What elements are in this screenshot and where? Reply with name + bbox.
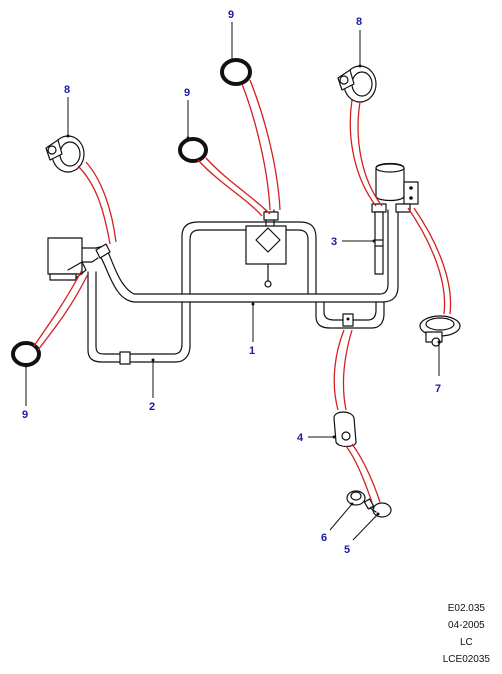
o-ring-top xyxy=(220,58,252,86)
callout-8-left: 8 xyxy=(64,84,70,96)
bracket-part-4 xyxy=(333,411,357,448)
callout-9-top: 9 xyxy=(228,9,234,21)
drawing-reference-block: E02.035 04-2005 LC LCE02035 xyxy=(443,600,490,668)
hose-assembly-main xyxy=(99,209,399,329)
callout-8-top-right: 8 xyxy=(356,16,362,28)
o-ring-left xyxy=(11,341,41,367)
red-assembly-lines xyxy=(33,79,452,503)
callout-3: 3 xyxy=(331,236,337,248)
hose-clip-right xyxy=(419,315,461,347)
callout-7: 7 xyxy=(435,383,441,395)
callout-2: 2 xyxy=(149,401,155,413)
callout-1: 1 xyxy=(249,345,255,357)
nut-part-6 xyxy=(346,490,366,506)
callout-6: 6 xyxy=(321,532,327,544)
central-valve xyxy=(245,209,287,288)
hose-clip-top-right xyxy=(337,65,377,103)
callout-9-middle: 9 xyxy=(184,87,190,99)
hose-lower xyxy=(87,271,191,365)
callout-9-left: 9 xyxy=(22,409,28,421)
o-ring-middle xyxy=(178,137,208,163)
callout-4: 4 xyxy=(297,432,304,444)
valve-unit-left xyxy=(47,237,111,281)
hose-clip-left xyxy=(45,135,85,173)
drawing-author: LC xyxy=(459,637,473,648)
part-3-pipe-section xyxy=(374,211,384,275)
reservoir xyxy=(371,162,419,213)
drawing-ref-code: E02.035 xyxy=(447,603,485,614)
callout-leaders xyxy=(24,22,441,541)
drawing-id: LCE02035 xyxy=(442,654,490,665)
drawing-date: 04-2005 xyxy=(448,620,485,631)
callout-5: 5 xyxy=(344,544,350,556)
